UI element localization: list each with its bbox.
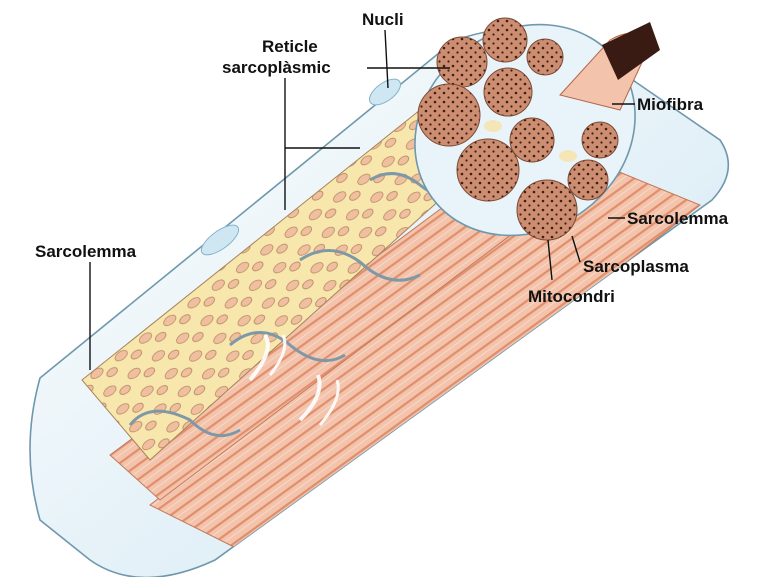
- label-sarcoplasma: Sarcoplasma: [583, 257, 689, 276]
- label-reticle-line2: sarcoplàsmic: [222, 58, 331, 77]
- label-reticle-line1: Reticle: [262, 37, 318, 56]
- label-miofibra: Miofibra: [637, 95, 704, 114]
- label-sarcolemma-right: Sarcolemma: [627, 209, 729, 228]
- label-sarcolemma-left: Sarcolemma: [35, 242, 137, 261]
- label-mitocondri: Mitocondri: [528, 287, 615, 306]
- label-nuclei: Nucli: [362, 10, 404, 29]
